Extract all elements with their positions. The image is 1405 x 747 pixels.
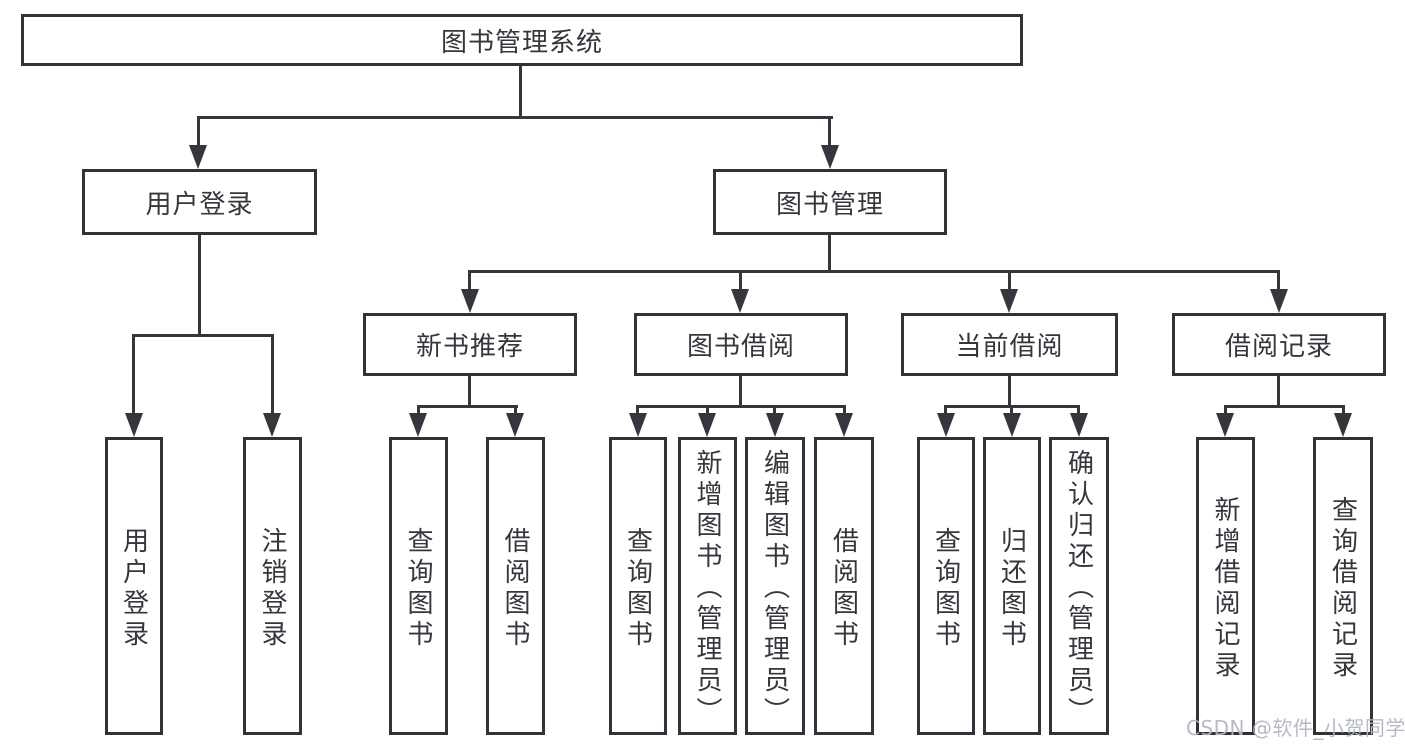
connector-line (514, 405, 517, 417)
arrowhead-icon (1070, 413, 1088, 437)
connector-line (944, 405, 947, 417)
leaf-query-books-current: 查询图书 (917, 437, 975, 735)
arrowhead-icon (937, 413, 955, 437)
node-borrowing-records: 借阅记录 (1172, 313, 1386, 376)
leaf-user-login: 用户登录 (105, 437, 163, 735)
connector-line (636, 405, 639, 417)
connector-line (1077, 405, 1080, 417)
node-label: 编辑图书（管理员） (759, 449, 790, 728)
leaf-borrow-books-borrowing: 借阅图书 (814, 437, 874, 735)
node-current-borrowing: 当前借阅 (901, 313, 1118, 376)
node-label: 查询图书 (622, 526, 653, 651)
arrowhead-icon (629, 413, 647, 437)
connector-line (739, 270, 742, 292)
connector-line (417, 405, 420, 417)
connector-line (197, 116, 200, 150)
arrowhead-icon (821, 145, 839, 169)
node-label: 新增借阅记录 (1210, 495, 1240, 682)
leaf-return-book: 归还图书 (983, 437, 1041, 735)
node-label: 用户登录 (118, 526, 149, 651)
node-label: 图书借阅 (686, 332, 795, 362)
node-label: 归还图书 (996, 526, 1027, 651)
connector-line (1342, 405, 1345, 417)
leaf-borrow-books-recommend: 借阅图书 (486, 437, 545, 735)
node-label: 确认归还（管理员） (1063, 449, 1094, 728)
node-label: 新书推荐 (415, 332, 524, 362)
node-label: 图书管理 (775, 189, 884, 220)
node-label: 借阅记录 (1224, 332, 1333, 362)
connector-line (739, 376, 742, 407)
arrowhead-icon (835, 413, 853, 437)
arrowhead-icon (125, 413, 143, 437)
leaf-edit-book-admin: 编辑图书（管理员） (745, 437, 805, 735)
leaf-confirm-return-admin: 确认归还（管理员） (1049, 437, 1109, 735)
arrowhead-icon (263, 413, 281, 437)
connector-line (1224, 405, 1345, 408)
node-label: 借阅图书 (828, 526, 859, 651)
connector-line (1008, 270, 1011, 292)
connector-line (828, 116, 831, 150)
connector-line (636, 405, 846, 408)
connector-line (1224, 405, 1227, 417)
node-label: 当前借阅 (955, 332, 1064, 362)
connector-line (519, 66, 522, 118)
connector-line (417, 405, 518, 408)
node-book-borrowing: 图书借阅 (634, 313, 848, 376)
connector-line (1010, 405, 1013, 417)
connector-line (132, 334, 135, 415)
arrowhead-icon (1216, 413, 1234, 437)
node-label: 查询图书 (930, 526, 961, 651)
node-book-management: 图书管理 (713, 169, 947, 235)
arrowhead-icon (766, 413, 784, 437)
connector-line (132, 334, 274, 337)
arrowhead-icon (698, 413, 716, 437)
connector-line (1008, 376, 1011, 407)
connector-line (773, 405, 776, 417)
connector-line (828, 235, 831, 273)
arrowhead-icon (461, 289, 479, 313)
connector-line (706, 405, 709, 417)
arrowhead-icon (1334, 413, 1352, 437)
connector-line (468, 376, 471, 407)
node-label: 借阅图书 (500, 526, 530, 651)
node-library-management-system: 图书管理系统 (21, 14, 1023, 66)
arrowhead-icon (409, 413, 427, 437)
leaf-query-books-recommend: 查询图书 (389, 437, 448, 735)
node-label: 注销登录 (257, 526, 287, 651)
leaf-add-borrow-record: 新增借阅记录 (1196, 437, 1255, 735)
connector-line (271, 334, 274, 415)
leaf-logout: 注销登录 (243, 437, 302, 735)
arrowhead-icon (1003, 413, 1021, 437)
arrowhead-icon (1000, 289, 1018, 313)
arrowhead-icon (189, 145, 207, 169)
connector-line (197, 116, 833, 119)
node-label: 图书管理系统 (440, 27, 603, 58)
node-label: 用户登录 (145, 189, 254, 220)
connector-line (1277, 270, 1280, 292)
node-label: 查询图书 (403, 526, 433, 651)
arrowhead-icon (506, 413, 524, 437)
node-new-book-recommend: 新书推荐 (363, 313, 577, 376)
node-label: 查询借阅记录 (1327, 495, 1358, 682)
leaf-query-books-borrowing: 查询图书 (609, 437, 667, 735)
connector-line (468, 270, 1280, 273)
connector-line (1277, 376, 1280, 407)
arrowhead-icon (731, 289, 749, 313)
connector-line (843, 405, 846, 417)
watermark: CSDN @软件_小贺同学 (1186, 716, 1405, 740)
leaf-add-book-admin: 新增图书（管理员） (678, 437, 737, 735)
arrowhead-icon (1270, 289, 1288, 313)
node-user-login: 用户登录 (82, 169, 317, 235)
connector-line (198, 235, 201, 337)
node-label: 新增图书（管理员） (692, 449, 722, 728)
connector-line (468, 270, 471, 292)
leaf-query-borrow-record: 查询借阅记录 (1313, 437, 1373, 735)
